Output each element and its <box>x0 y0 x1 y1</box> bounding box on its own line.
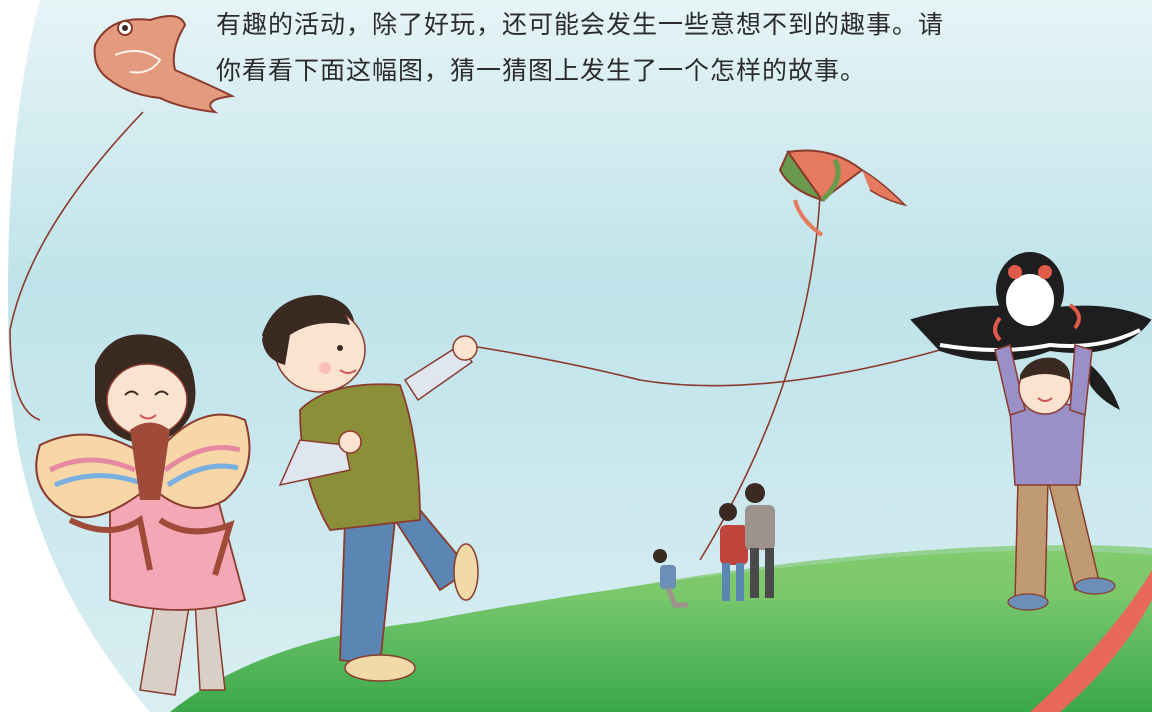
man-holding-kite <box>994 344 1116 611</box>
goldfish-kite-string <box>9 111 144 421</box>
grass-hill-back <box>560 545 1152 600</box>
goldfish-kite <box>93 15 236 114</box>
swallow-kite <box>910 252 1152 410</box>
boy-running <box>262 295 479 682</box>
story-prompt-text: 有趣的活动，除了好玩，还可能会发生一些意想不到的趣事。请 你看看下面这幅图，猜一… <box>216 2 1076 94</box>
girl-with-butterfly-kite <box>35 334 251 696</box>
triangle-kite <box>778 149 908 237</box>
prompt-line-1: 有趣的活动，除了好玩，还可能会发生一些意想不到的趣事。请 <box>216 10 945 39</box>
distant-people-group <box>653 483 775 608</box>
prompt-line-2: 你看看下面这幅图，猜一猜图上发生了一个怎样的故事。 <box>216 56 867 85</box>
swallow-kite-string <box>464 344 941 387</box>
